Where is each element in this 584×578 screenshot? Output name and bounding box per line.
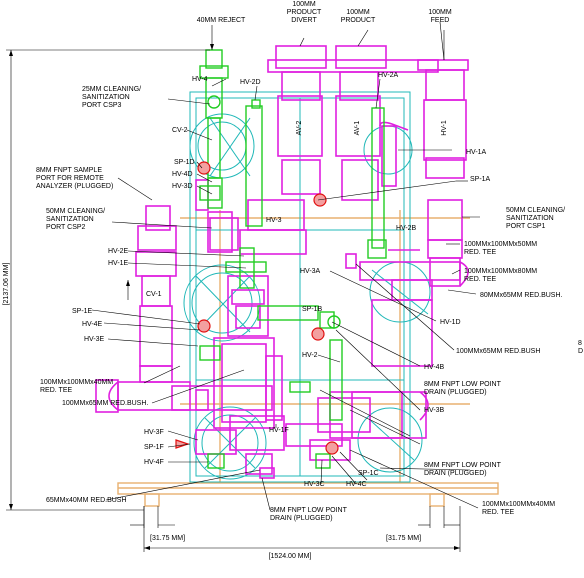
product-line2: PRODUCT — [341, 17, 376, 24]
sample-ports — [175, 161, 339, 455]
csp3-line3: PORT CSP3 — [82, 102, 122, 109]
hv4c-callout: HV-4C — [346, 481, 367, 488]
hv2a-callout: HV-2A — [378, 72, 399, 79]
fnpt-sample-line1: 8MM FNPT SAMPLE — [36, 167, 102, 174]
drain2-line2: DRAIN (PLUGGED) — [270, 515, 333, 522]
hv3f-callout: HV-3F — [144, 429, 164, 436]
red-tee-100-40-r-line2: RED. TEE — [482, 509, 514, 516]
red-tee-100-50-line2: RED. TEE — [464, 249, 496, 256]
cv1-callout: CV-1 — [146, 291, 162, 298]
csp1-line2: SANITIZATION — [506, 215, 554, 222]
hv3a-callout: HV-3A — [300, 268, 321, 275]
red-tee-100-40-l-line2: RED. TEE — [40, 387, 72, 394]
red-bush-100-65-r: 100MMx65MM RED.BUSH — [456, 348, 540, 355]
hv1-label: HV-1 — [441, 120, 448, 136]
hv4f-callout: HV-4F — [144, 459, 164, 466]
edge-8: 8 — [578, 340, 582, 347]
sp1a-callout: SP-1A — [470, 176, 491, 183]
height-dimension: [2137.06 MM] — [3, 263, 10, 306]
red-tee-100-40-l-line1: 100MMx100MMx40MM — [40, 379, 113, 386]
av2-label: AV-2 — [296, 121, 303, 136]
dimension-arrows — [9, 44, 460, 550]
hv4e-callout: HV-4E — [82, 321, 103, 328]
sp1c-callout: SP-1C — [358, 470, 379, 477]
product-divert-line1: 100MM — [292, 1, 316, 8]
red-bush-80-65: 80MMx65MM RED.BUSH. — [480, 292, 563, 299]
sp1d-callout: SP-1D — [174, 159, 195, 166]
feed-line2: FEED — [431, 17, 450, 24]
hv1a-callout: HV-1A — [466, 149, 487, 156]
drain3-line2: DRAIN (PLUGGED) — [424, 470, 487, 477]
sp1e-callout: SP-1E — [72, 308, 93, 315]
valves — [199, 49, 387, 469]
csp3-line2: SANITIZATION — [82, 94, 130, 101]
csp2-line1: 50MM CLEANING/ — [46, 208, 105, 215]
labels: 40MM REJECT 100MM PRODUCT DIVERT 100MM P… — [3, 1, 583, 560]
product-line1: 100MM — [346, 9, 370, 16]
red-bush-100-65-l: 100MMx65MM RED.BUSH. — [62, 400, 148, 407]
red-tee-100-80-line1: 100MMx100MMx80MM — [464, 268, 537, 275]
drain1-line2: DRAIN (PLUGGED) — [424, 389, 487, 396]
cv2-callout: CV-2 — [172, 127, 188, 134]
red-bush-65-40: 65MMx40MM RED.BUSH — [46, 497, 127, 504]
hv4b-callout: HV-4B — [424, 364, 445, 371]
feed-line1: 100MM — [428, 9, 452, 16]
csp1-line1: 50MM CLEANING/ — [506, 207, 565, 214]
drain2-line1: 8MM FNPT LOW POINT — [270, 507, 348, 514]
red-tee-100-80-line2: RED. TEE — [464, 276, 496, 283]
product-divert-line2: PRODUCT — [287, 9, 322, 16]
drain3-line1: 8MM FNPT LOW POINT — [424, 462, 502, 469]
csp1-line3: PORT CSP1 — [506, 223, 546, 230]
hv3b-callout: HV-3B — [424, 407, 445, 414]
av1-label: AV-1 — [354, 121, 361, 136]
leader-lines — [91, 25, 480, 511]
csp2-line3: PORT CSP2 — [46, 224, 86, 231]
hv4d-callout: HV-4D — [172, 171, 193, 178]
hv1d-callout: HV-1D — [440, 319, 461, 326]
foot-left-dimension: [31.75 MM] — [150, 535, 185, 542]
hv2-callout: HV-2 — [302, 352, 318, 359]
fnpt-sample-line3: ANALYZER (PLUGGED) — [36, 183, 113, 190]
hv4-callout: HV-4 — [192, 76, 208, 83]
edge-d: D — [578, 348, 583, 355]
reject-label: 40MM REJECT — [197, 17, 246, 24]
hv2b-callout: HV-2B — [396, 225, 417, 232]
product-divert-line3: DIVERT — [291, 17, 317, 24]
hv1e-callout: HV-1E — [108, 260, 129, 267]
csp3-line1: 25MM CLEANING/ — [82, 86, 141, 93]
process-piping — [95, 45, 469, 479]
hv2d-callout: HV-2D — [240, 79, 261, 86]
csp2-line2: SANITIZATION — [46, 216, 94, 223]
hv2e-callout: HV-2E — [108, 248, 129, 255]
fnpt-sample-line2: PORT FOR REMOTE — [36, 175, 104, 182]
hv3d-callout: HV-3D — [172, 183, 193, 190]
hv3c-callout: HV-3C — [304, 481, 325, 488]
hv3e-callout: HV-3E — [84, 336, 105, 343]
width-dimension: [1524.00 MM] — [269, 553, 312, 560]
drain1-line1: 8MM FNPT LOW POINT — [424, 381, 502, 388]
foot-right-dimension: [31.75 MM] — [386, 535, 421, 542]
hv1f-callout: HV-1F — [269, 427, 289, 434]
hv3-callout: HV-3 — [266, 217, 282, 224]
red-tee-100-40-r-line1: 100MMx100MMx40MM — [482, 501, 555, 508]
sp1b-callout: SP-1B — [302, 306, 323, 313]
red-tee-100-50-line1: 100MMx100MMx50MM — [464, 241, 537, 248]
sp1f-callout: SP-1F — [144, 444, 164, 451]
